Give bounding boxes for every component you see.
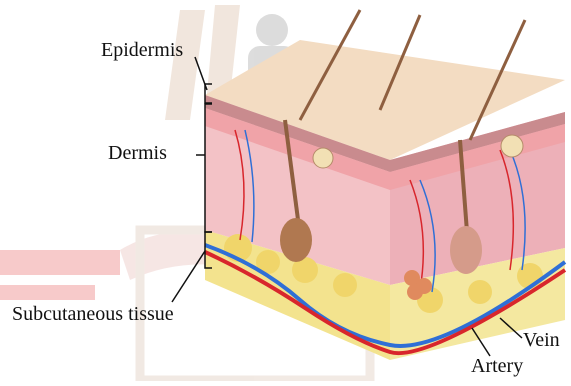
- artery-label: Artery: [471, 356, 523, 376]
- dermis-label: Dermis: [108, 143, 167, 163]
- subcutaneous-tissue-label: Subcutaneous tissue: [12, 304, 174, 324]
- vein-label: Vein: [523, 330, 560, 350]
- epidermis-label: Epidermis: [101, 40, 183, 60]
